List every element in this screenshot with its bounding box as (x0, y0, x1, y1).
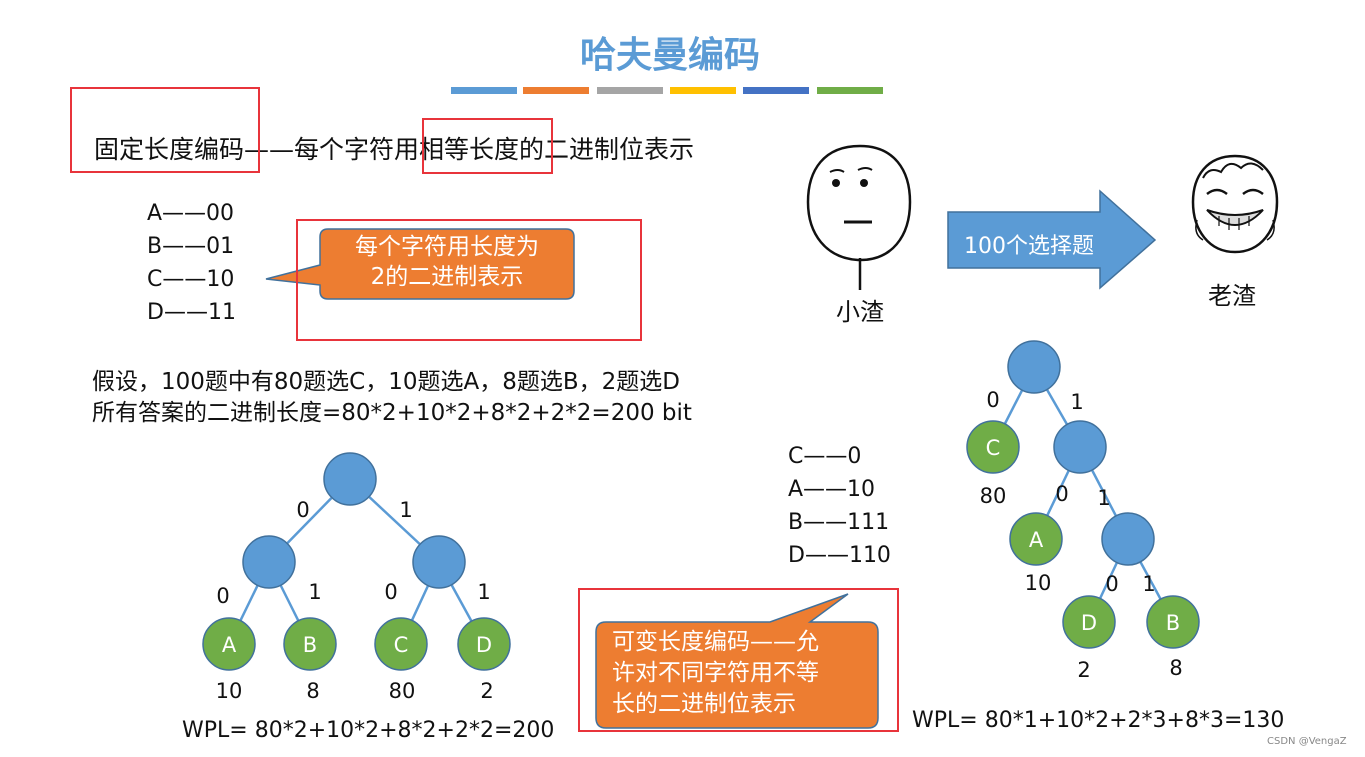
tree1-leaf-label: C (394, 633, 409, 657)
highlight-box-callout (296, 219, 642, 341)
tree2-leaf-b (1146, 595, 1200, 649)
tree2-edge-label: 1 (1142, 572, 1155, 596)
arrow-label: 100个选择题 (964, 234, 1094, 259)
tree1-leaf-b (283, 617, 337, 671)
tree2-edge-label: 1 (1097, 486, 1110, 510)
tree1-leaf-label: A (222, 633, 237, 657)
tree2-edge-label: 0 (1105, 572, 1118, 596)
tree1-edge-label: 1 (399, 498, 412, 522)
tree1-leaf-a (202, 617, 256, 671)
tree1-leaf-d (457, 617, 511, 671)
fixed-length-heading: 固定长度编码——每个字符用相等长度的二进制位表示 (94, 135, 695, 164)
fixed-code-b: B——01 (147, 234, 235, 259)
tree2-leaf-weight: 8 (1169, 656, 1182, 680)
tree1-root-node (323, 452, 377, 506)
fixed-code-a: A——00 (147, 201, 235, 226)
tree2-leaf-label: B (1166, 611, 1180, 635)
fixed-callout-shape (265, 228, 575, 300)
tree2-edge-label: 0 (1055, 482, 1068, 506)
tree1-edge-label: 0 (296, 498, 309, 522)
tree1-edge-label: 1 (477, 580, 490, 604)
variable-callout-shape (595, 593, 879, 729)
tree1-leaf-weight: 10 (216, 679, 243, 703)
variable-code-d: D——110 (788, 543, 891, 568)
tree1-edge-label: 0 (216, 584, 229, 608)
color-bar-4 (670, 87, 736, 94)
poker-face-icon (806, 144, 912, 290)
xiaozha-label: 小渣 (836, 298, 884, 326)
assumption-text: 假设，100题中有80题选C，10题选A，8题选B，2题选D 所有答案的二进制长… (92, 369, 692, 426)
tree2-leaf-weight: 10 (1025, 571, 1052, 595)
variable-callout-text: 可变长度编码——允 许对不同字符用不等 长的二进制位表示 (612, 629, 819, 717)
tree1-leaf-label: D (476, 633, 492, 657)
tree2-internal-node (1101, 512, 1155, 566)
laughing-face-icon (1191, 154, 1279, 254)
highlight-box-fixed-length (70, 87, 260, 173)
laozha-label: 老渣 (1208, 282, 1256, 310)
watermark: CSDN @VengaZ (1267, 736, 1347, 747)
page-title: 哈夫曼编码 (579, 35, 760, 76)
fixed-wpl-formula: WPL= 80*2+10*2+8*2+2*2=200 (182, 718, 555, 743)
variable-wpl-formula: WPL= 80*1+10*2+2*3+8*3=130 (912, 708, 1285, 733)
tree2-internal-node (1053, 420, 1107, 474)
tree1-edge-label: 0 (384, 580, 397, 604)
tree2-leaf-weight: 2 (1077, 658, 1090, 682)
tree2-leaf-d (1062, 595, 1116, 649)
tree2-leaf-label: C (986, 436, 1001, 460)
tree2-edge-label: 0 (986, 388, 999, 412)
tree1-leaf-weight: 80 (389, 679, 416, 703)
right-arrow-icon (947, 189, 1157, 290)
tree2-root-node (1007, 340, 1061, 394)
fixed-callout-text: 每个字符用长度为 2的二进制表示 (355, 234, 539, 290)
tree2-edge-label: 1 (1070, 390, 1083, 414)
tree2-leaf-label: A (1029, 528, 1044, 552)
tree2-leaf-a (1009, 512, 1063, 566)
tree1-internal-node (242, 535, 296, 589)
color-bar-6 (817, 87, 883, 94)
tree2-leaf-c (966, 420, 1020, 474)
color-bar-1 (451, 87, 517, 94)
tree1-leaf-label: B (303, 633, 317, 657)
tree1-leaf-c (374, 617, 428, 671)
color-bar-2 (523, 87, 589, 94)
color-bar-5 (743, 87, 809, 94)
fixed-code-list: A——00 B——01 C——10 D——11 (147, 197, 236, 329)
variable-code-a: A——10 (788, 477, 876, 502)
variable-code-b: B——111 (788, 510, 890, 535)
tree1-leaf-weight: 8 (306, 679, 319, 703)
variable-code-list: C——0 A——10 B——111 D——110 (788, 440, 891, 572)
highlight-box-variable-callout (578, 588, 899, 732)
fixed-code-d: D——11 (147, 300, 236, 325)
tree1-edge-label: 1 (308, 580, 321, 604)
highlight-box-equal-length (422, 118, 553, 174)
fixed-code-c: C——10 (147, 267, 235, 292)
tree1-leaf-weight: 2 (480, 679, 493, 703)
tree2-leaf-label: D (1081, 611, 1097, 635)
color-bar-3 (597, 87, 663, 94)
variable-code-c: C——0 (788, 444, 862, 469)
tree1-internal-node (412, 535, 466, 589)
tree2-leaf-weight: 80 (980, 484, 1007, 508)
